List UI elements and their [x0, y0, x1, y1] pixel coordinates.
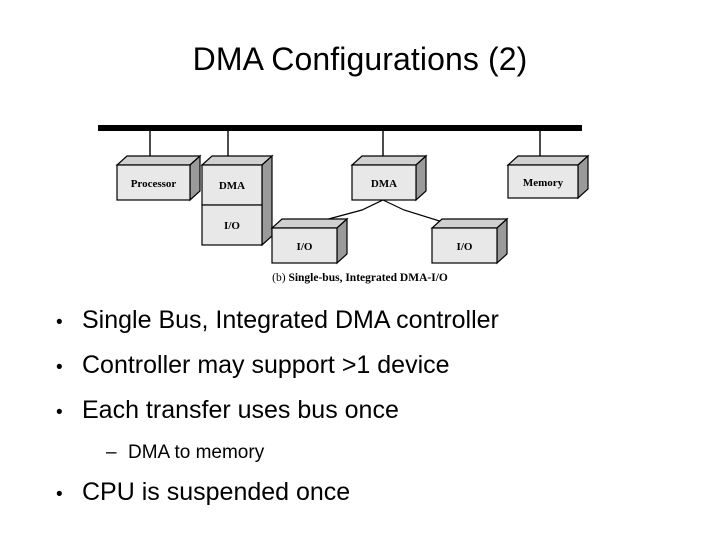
processor-box-label: Processor: [131, 178, 177, 190]
system-bus-bar: [98, 125, 582, 131]
dma-integrated-io-cell-label: I/O: [224, 220, 240, 232]
dma-integrated-box-front-face: [201, 164, 263, 206]
figure-caption-letter: (b): [272, 272, 286, 284]
bullet-text: Single Bus, Integrated DMA controller: [82, 306, 499, 334]
node-dma-integrated-box: DMA I/O: [200, 154, 274, 247]
figure-caption-text: Single-bus, Integrated DMA-I/O: [288, 272, 448, 284]
dma-multi-box-label: DMA: [371, 178, 397, 190]
processor-box-top-face: [115, 155, 202, 166]
dma-integrated-box-top-face: [200, 155, 274, 166]
dma-multi-box-top-face: [350, 155, 428, 166]
io-right-box-top-face: [430, 218, 509, 229]
diagram-svg: Processor DMA I/O DMA I/O: [98, 125, 590, 265]
dma-integrated-io-cell-front-face: [201, 204, 263, 246]
bullet-marker-icon: •: [56, 484, 63, 505]
node-io-right-box: I/O: [430, 217, 509, 265]
io-right-box-label: I/O: [457, 241, 473, 253]
io-left-box-top-face: [270, 218, 349, 229]
bullet-item: • Each transfer uses bus once: [44, 398, 684, 423]
node-io-left-box: I/O: [270, 217, 349, 265]
dma-architecture-diagram: Processor DMA I/O DMA I/O: [80, 118, 600, 298]
io-left-box-label: I/O: [297, 241, 313, 253]
bullet-marker-icon: •: [56, 312, 63, 333]
dash-marker-icon: –: [106, 442, 117, 463]
node-dma-multi-box: DMA: [350, 154, 428, 202]
page-title: DMA Configurations (2): [192, 41, 528, 77]
dma-multi-box-front-face: [351, 164, 417, 201]
dma-integrated-box-label: DMA: [219, 180, 245, 192]
bullet-list: • Single Bus, Integrated DMA controller …: [44, 308, 684, 525]
bullet-marker-icon: •: [56, 357, 63, 378]
node-memory-box: Memory: [506, 154, 590, 200]
memory-box-label: Memory: [523, 177, 564, 189]
memory-box-front-face: [507, 164, 579, 199]
bullet-text: Controller may support >1 device: [82, 351, 450, 379]
bullet-item: • Controller may support >1 device: [44, 353, 684, 378]
bullet-text: Each transfer uses bus once: [82, 396, 399, 424]
io-left-box-front-face: [271, 227, 338, 264]
node-processor-box: Processor: [115, 154, 202, 202]
bullet-marker-icon: •: [56, 402, 63, 423]
bullet-item-sub: – DMA to memory: [44, 443, 684, 462]
memory-box-top-face: [506, 155, 590, 166]
io-right-box-front-face: [431, 227, 498, 264]
bullet-text: DMA to memory: [128, 442, 265, 463]
processor-box-front-face: [116, 164, 191, 201]
bullet-item: • CPU is suspended once: [44, 480, 684, 505]
bullet-item: • Single Bus, Integrated DMA controller: [44, 308, 684, 333]
bullet-text: CPU is suspended once: [82, 478, 351, 506]
dma-integrated-box-side-face: [261, 154, 273, 247]
figure-caption: (b) Single-bus, Integrated DMA-I/O: [0, 272, 720, 284]
